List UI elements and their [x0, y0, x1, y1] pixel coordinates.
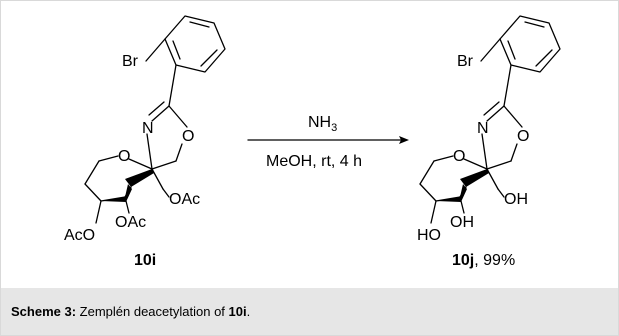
caption-text: Zemplén deacetylation of: [76, 304, 229, 319]
reagent-below: MeOH, rt, 4 h: [266, 153, 362, 170]
reactant-ring-o-label: O: [118, 148, 130, 165]
caption-label: Scheme 3:: [11, 304, 77, 319]
reaction-scheme: Br N O O OAc OAc AcO 10i NH3 MeOH, rt, 4…: [64, 15, 561, 269]
product-ring-o-label: O: [453, 148, 465, 165]
reactant-n-label: N: [142, 120, 154, 137]
reactant-aco-left-label: AcO: [64, 227, 95, 244]
product-structure: Br N O O OH OH HO: [417, 15, 561, 244]
reactant-structure: Br N O O OAc OAc AcO: [64, 15, 226, 244]
product-oxazoline-o-label: O: [517, 128, 529, 145]
reactant-br-label: Br: [122, 53, 139, 70]
reactant-oac-mid-label: OAc: [115, 214, 146, 231]
product-n-label: N: [477, 120, 489, 137]
reactant-oxazoline-o-label: O: [182, 128, 194, 145]
scheme-caption: Scheme 3: Zemplén deacetylation of 10i.: [1, 288, 618, 335]
reaction-arrow: [247, 136, 409, 144]
product-oh-right-label: OH: [504, 191, 528, 208]
reagent-above: NH3: [308, 114, 337, 134]
product-oh-mid-label: OH: [450, 214, 474, 231]
caption-end: .: [246, 304, 251, 319]
product-br-label: Br: [457, 53, 474, 70]
product-compound-label: 10j, 99%: [452, 252, 515, 269]
reactant-compound-id: 10i: [134, 252, 156, 269]
product-ho-left-label: HO: [417, 227, 441, 244]
reactant-oac-right-label: OAc: [169, 191, 200, 208]
caption-compound: 10i: [228, 304, 247, 319]
